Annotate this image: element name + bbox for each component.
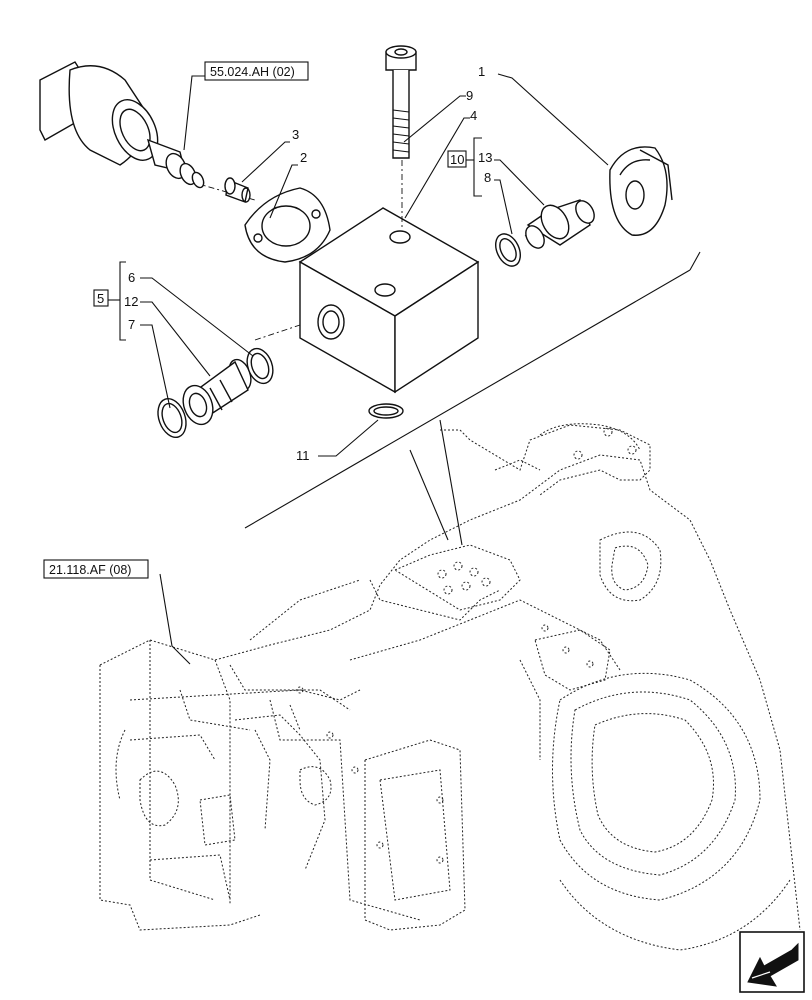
adapter-fitting xyxy=(182,358,252,426)
connector-cap xyxy=(609,146,673,236)
callout-10: 10 xyxy=(450,152,464,167)
transmission-housing xyxy=(99,423,801,951)
bolt xyxy=(385,45,417,159)
callout-1: 1 xyxy=(478,64,485,79)
callout-9: 9 xyxy=(466,88,473,103)
callout-4: 4 xyxy=(470,108,477,123)
pressure-switch xyxy=(525,199,595,249)
callout-7: 7 xyxy=(128,317,135,332)
o-ring-6 xyxy=(246,347,274,385)
gasket xyxy=(244,187,331,263)
reference-box-top[interactable] xyxy=(204,61,309,81)
callout-2: 2 xyxy=(300,150,307,165)
valve-block xyxy=(298,207,480,394)
solenoid-valve xyxy=(39,61,205,189)
callout-6: 6 xyxy=(128,270,135,285)
callout-10-box xyxy=(447,150,467,168)
arrow-back-icon[interactable] xyxy=(739,931,805,993)
callout-12: 12 xyxy=(124,294,138,309)
callout-8: 8 xyxy=(484,170,491,185)
callout-11: 11 xyxy=(296,448,310,463)
callout-3: 3 xyxy=(292,127,299,142)
callout-13: 13 xyxy=(478,150,492,165)
reference-top[interactable]: 55.024.AH (02) xyxy=(210,65,295,79)
callout-5-box xyxy=(93,289,109,307)
reference-left[interactable]: 21.118.AF (08) xyxy=(49,563,131,577)
callout-5: 5 xyxy=(97,291,104,306)
reference-box-left[interactable] xyxy=(43,559,149,579)
o-ring-8 xyxy=(495,233,521,267)
small-plug xyxy=(224,177,251,203)
o-ring-7 xyxy=(157,397,187,439)
